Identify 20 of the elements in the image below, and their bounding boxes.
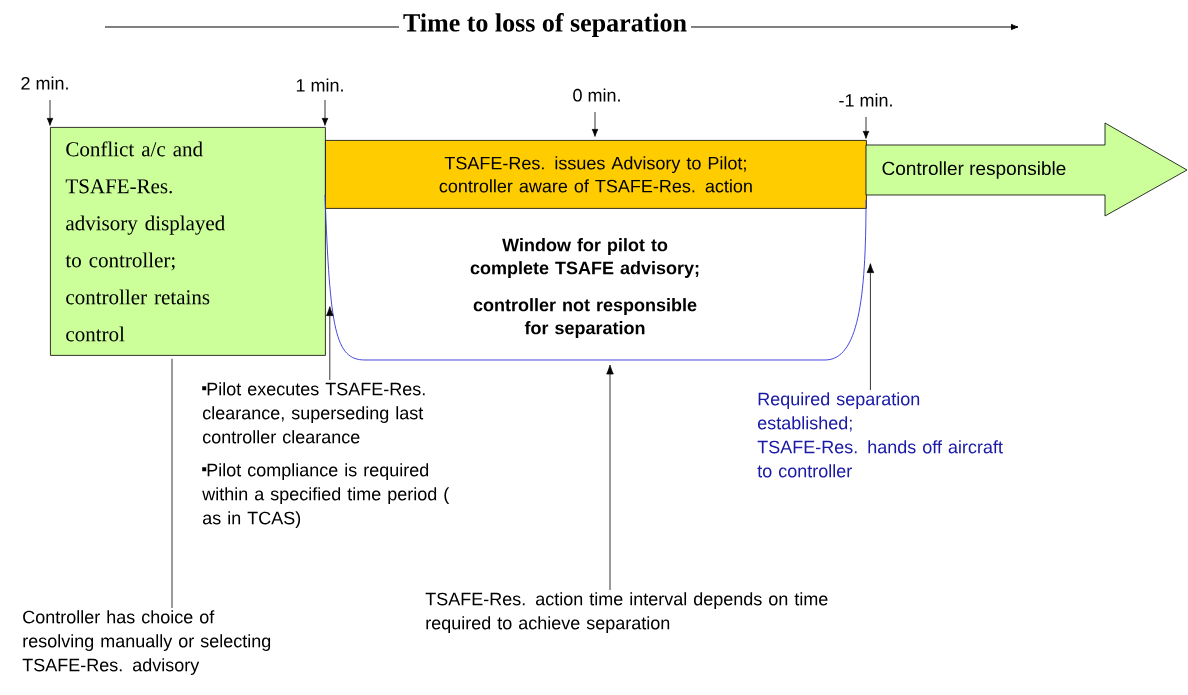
- leader-line: [866, 263, 875, 391]
- leader-line: [606, 364, 614, 591]
- note-text: Controller has choice of resolving manually or selecting TSAFE-Res. advisory: [22, 610, 271, 675]
- note-text: TSAFE-Res. hands off aircraft to controller: [757, 440, 1003, 478]
- bullet-text: Pilot executes TSAFE-Res. clearance, superseding last controller clearance: [202, 382, 425, 444]
- process-box: Conflict a/c and TSAFE-Res. advisory displayed to controller; controller retains control: [50, 127, 326, 356]
- note-text: Required separation established;: [758, 392, 920, 432]
- bullet-text: Pilot compliance is required within a specified time period ( as in TCAS): [202, 463, 450, 528]
- leader-line: [171, 358, 173, 609]
- leader-line: [326, 306, 334, 381]
- title: Time to loss of separation: [399, 9, 692, 41]
- time-label: -1 min.: [839, 93, 892, 107]
- note-text: TSAFE-Res. action time interval depends on time required to achieve separation: [425, 592, 828, 633]
- time-label: 1 min.: [296, 78, 343, 92]
- window-text: controller not responsible for separation: [473, 298, 697, 338]
- time-label: 2 min.: [21, 76, 68, 90]
- process-bar: TSAFE-Res. issues Advisory to Pilot; controller aware of TSAFE-Res. action: [325, 140, 867, 209]
- window-text: Window for pilot to complete TSAFE advisory;: [470, 238, 699, 278]
- time-label: 0 min.: [573, 88, 620, 102]
- window-region: [324, 194, 867, 361]
